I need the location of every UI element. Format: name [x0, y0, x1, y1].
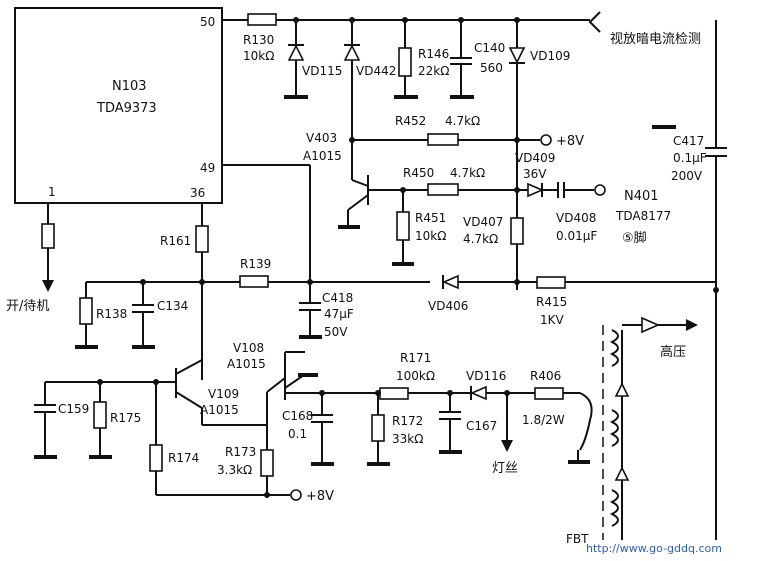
- vd409-val: 36V: [523, 167, 547, 181]
- c167-ref: C167: [466, 419, 497, 433]
- vd409-ref: VD409: [515, 151, 555, 165]
- v403-part: A1015: [303, 149, 342, 163]
- diode-vd409: [527, 182, 545, 198]
- resistor-r173: [260, 449, 274, 477]
- r161-ref: R161: [160, 234, 191, 248]
- r172-val: 33kΩ: [392, 432, 423, 446]
- r175-ref: R175: [110, 411, 141, 425]
- r406-val: 1.8/2W: [522, 413, 565, 427]
- resistor-r130: [247, 13, 277, 26]
- v403-ref: V403: [306, 131, 337, 145]
- resistor-pin1: [41, 223, 55, 249]
- vd109-ref: VD109: [530, 49, 570, 63]
- c418-volt: 50V: [324, 325, 348, 339]
- resistor-r406: [534, 387, 564, 400]
- vd407-ref: VD407: [463, 215, 503, 229]
- ic-n103-body: [14, 7, 223, 204]
- n401-pin: ⑤脚: [622, 230, 647, 246]
- c418-ref: C418: [322, 291, 353, 305]
- v109-part: A1015: [200, 403, 239, 417]
- component-vd407: [510, 217, 524, 245]
- signal-out-label: 视放暗电流检测: [610, 32, 701, 47]
- resistor-r171: [379, 387, 409, 400]
- supply-8v-top: +8V: [556, 134, 584, 149]
- c417-val: 0.1μF: [673, 151, 707, 165]
- ic-pin-36: 36: [190, 186, 205, 200]
- ic-n103-ref: N103: [112, 79, 147, 94]
- r171-ref: R171: [400, 351, 431, 365]
- diode-vd406: [441, 274, 459, 290]
- standby-label: 开/待机: [6, 299, 49, 314]
- r146-val: 22kΩ: [418, 64, 449, 78]
- diode-vd109: [508, 47, 526, 64]
- c159-ref: C159: [58, 402, 89, 416]
- watermark: http://www.go-gddq.com: [586, 542, 722, 555]
- resistor-r146: [398, 47, 412, 77]
- v108-part: A1015: [227, 357, 266, 371]
- n401-part: TDA8177: [615, 209, 671, 223]
- c168-val: 0.1: [288, 427, 307, 441]
- c417-ref: C417: [673, 134, 704, 148]
- diode-vd116: [469, 385, 487, 401]
- vd115-ref: VD115: [302, 64, 342, 78]
- ic-n103-part: TDA9373: [96, 101, 157, 116]
- ic-pin-49: 49: [200, 161, 215, 175]
- r139-ref: R139: [240, 257, 271, 271]
- vd407-val: 4.7kΩ: [463, 232, 498, 246]
- diode-vd442: [343, 44, 361, 61]
- r450-ref: R450: [403, 166, 434, 180]
- r172-ref: R172: [392, 414, 423, 428]
- c417-volt: 200V: [671, 169, 703, 183]
- r130-val: 10kΩ: [243, 49, 274, 63]
- c140-val: 560: [480, 61, 503, 75]
- r174-ref: R174: [168, 451, 199, 465]
- c140-ref: C140: [474, 41, 505, 55]
- r173-ref: R173: [225, 445, 256, 459]
- r138-ref: R138: [96, 307, 127, 321]
- r171-val: 100kΩ: [396, 369, 435, 383]
- r406-ref: R406: [530, 369, 561, 383]
- r452-ref: R452: [395, 114, 426, 128]
- hv-label: 高压: [660, 344, 686, 360]
- vd408-val: 0.01μF: [556, 229, 597, 243]
- c134-ref: C134: [157, 299, 188, 313]
- fbt-winding: [609, 329, 619, 527]
- vd408-ref: VD408: [556, 211, 596, 225]
- resistor-r415: [536, 276, 566, 289]
- r173-val: 3.3kΩ: [217, 463, 252, 477]
- r452-val: 4.7kΩ: [445, 114, 480, 128]
- vd442-ref: VD442: [356, 64, 396, 78]
- resistor-r172: [371, 414, 385, 442]
- n401-ref: N401: [624, 189, 659, 204]
- fbt-label: FBT: [566, 532, 589, 546]
- resistor-r139: [239, 275, 269, 288]
- r415-val: 1KV: [540, 313, 565, 327]
- r130-ref: R130: [243, 33, 274, 47]
- resistor-r452: [427, 133, 459, 146]
- supply-8v-bottom: +8V: [306, 489, 334, 504]
- resistor-r175: [93, 401, 107, 429]
- resistor-r161: [195, 225, 209, 253]
- diode-vd115: [287, 44, 305, 61]
- vd406-ref: VD406: [428, 299, 468, 313]
- resistor-r138: [79, 297, 93, 325]
- filament-label: 灯丝: [492, 461, 518, 476]
- r415-ref: R415: [536, 295, 567, 309]
- r146-ref: R146: [418, 47, 449, 61]
- r451-val: 10kΩ: [415, 229, 446, 243]
- ic-pin-50: 50: [200, 15, 215, 29]
- resistor-r451: [396, 211, 410, 241]
- r451-ref: R451: [415, 211, 446, 225]
- c418-val: 47μF: [324, 307, 354, 321]
- ic-pin-1: 1: [48, 185, 56, 199]
- vd116-ref: VD116: [466, 369, 506, 383]
- r450-val: 4.7kΩ: [450, 166, 485, 180]
- c168-ref: C168: [282, 409, 313, 423]
- resistor-r450: [427, 183, 459, 196]
- v109-ref: V109: [208, 387, 239, 401]
- resistor-r174: [149, 444, 163, 472]
- v108-ref: V108: [233, 341, 264, 355]
